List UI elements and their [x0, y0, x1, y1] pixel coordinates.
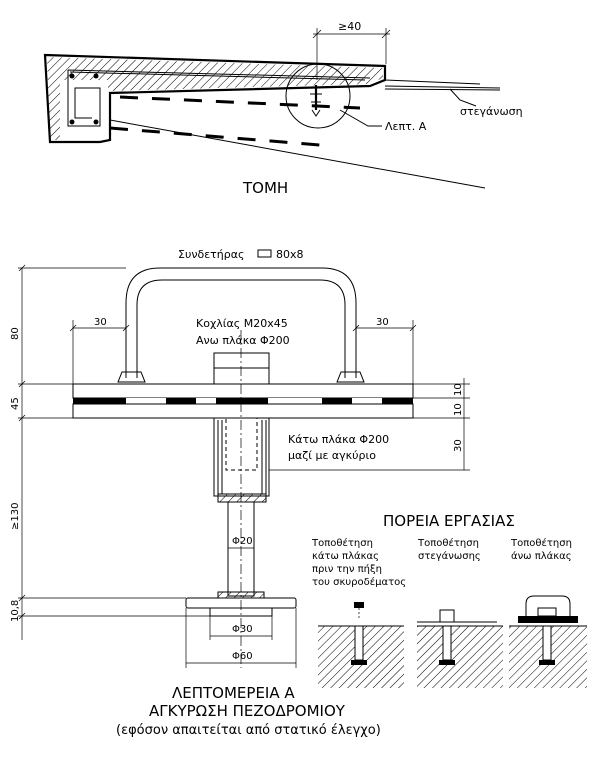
anchor-knurl [217, 591, 265, 599]
detail-note: (εφόσον απαιτείται από στατικό έλεγχο) [116, 723, 381, 738]
dim-30-left: 30 [94, 317, 107, 328]
step2-line1: Τοποθέτηση [417, 537, 479, 549]
section-view: ≥40 Λεπτ. Α στεγάνωση ΤΟΜΗ [43, 20, 523, 197]
detail-subtitle: ΑΓΚΥΡΩΣΗ ΠΕΖΟΔΡΟΜΙΟΥ [149, 702, 346, 720]
dim-10-8: 10,8 [10, 600, 21, 622]
step1-sketch [318, 602, 404, 688]
tie-size: 80x8 [276, 248, 304, 261]
waterproof-line [384, 85, 501, 89]
tie-nut-right [336, 371, 365, 383]
waterproof-layer [73, 398, 413, 404]
step1-line3: πριν την πήξη [312, 563, 382, 575]
u-tie-inner [136, 279, 346, 378]
rebar-dot [93, 119, 99, 125]
step3-line1: Τοποθέτηση [510, 537, 572, 549]
tie-nut-left [117, 371, 146, 383]
label-waterproofing: στεγάνωση [460, 105, 523, 118]
detail-view: Συνδετήρας 80x8 Κοχλί [10, 248, 470, 738]
anchor-base-lower [209, 607, 273, 617]
dim-d60: Φ60 [232, 651, 253, 662]
tie-section-icon [257, 249, 272, 258]
sleeve-knurl [217, 493, 267, 503]
step1-line1: Τοποθέτηση [311, 537, 373, 549]
step3-line2: άνω πλάκας [511, 550, 572, 562]
upper-plate-label: Ανω πλάκα Φ200 [196, 334, 290, 347]
deck-line [384, 79, 481, 85]
slab-underside [109, 119, 486, 189]
dim-ge40: ≥40 [338, 20, 361, 33]
dim-d30: Φ30 [232, 624, 253, 635]
dim-130: ≥130 [10, 503, 21, 530]
upper-plate [72, 383, 414, 399]
lower-plate-label: Κάτω πλάκα Φ200 [288, 433, 389, 446]
slab-rebar-lower [109, 126, 321, 147]
leader-detail [339, 109, 382, 127]
lower-plate [72, 403, 414, 419]
step2-sketch [417, 609, 503, 688]
tie-label: Συνδετήρας [178, 248, 244, 261]
step3-sketch [509, 595, 587, 688]
kerb-hatch-left [47, 57, 60, 140]
dim-r-30: 30 [453, 439, 464, 452]
procedure: ΠΟΡΕΙΑ ΕΡΓΑΣΙΑΣ Τοποθέτηση κάτω πλάκας π… [311, 512, 587, 688]
dim-80: 80 [10, 327, 21, 340]
dim-r-10a: 10 [453, 383, 464, 396]
step1-line2: κάτω πλάκας [312, 550, 379, 562]
detail-title: ΛΕΠΤΟΜΕΡΕΙΑ Α [172, 684, 295, 702]
dim-r-10b: 10 [453, 403, 464, 416]
procedure-title: ΠΟΡΕΙΑ ΕΡΓΑΣΙΑΣ [383, 512, 515, 530]
label-detail-a: Λεπτ. Α [385, 120, 427, 133]
detail-circle [285, 63, 351, 129]
dim-d20: Φ20 [232, 536, 253, 547]
slab-rebar-upper [119, 95, 361, 110]
u-tie-outer [125, 267, 357, 378]
rebar-loop [67, 69, 371, 127]
thread-hidden [225, 417, 258, 471]
dim-45: 45 [10, 397, 21, 410]
step2-line2: στεγάνωσης [418, 550, 481, 562]
rebar-dot [93, 73, 99, 79]
bolt-label: Κοχλίας Μ20x45 [196, 317, 288, 330]
dim-30-right: 30 [376, 317, 389, 328]
rebar-dot [69, 73, 75, 79]
section-title: ΤΟΜΗ [242, 179, 288, 197]
leader-waterproofing [449, 88, 477, 107]
rebar-dot [69, 119, 75, 125]
kerb-outline [43, 53, 387, 144]
step1-line4: του σκυροδέματος [312, 576, 406, 588]
lower-plate-note: μαζί με αγκύριο [288, 449, 376, 462]
